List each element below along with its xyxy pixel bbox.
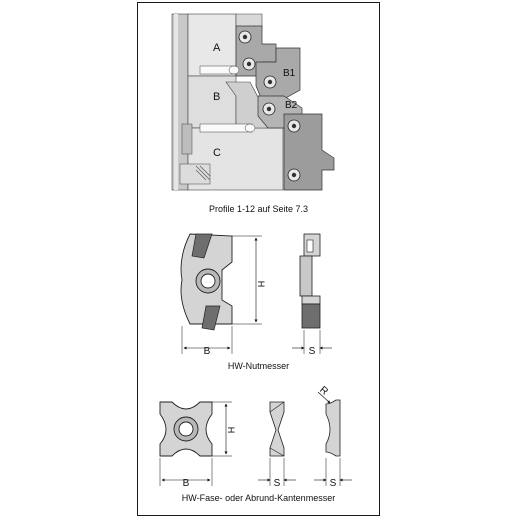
radius-label: R <box>317 385 330 398</box>
chamfer-thickness-label: S <box>274 478 281 489</box>
groove-2 <box>199 123 253 133</box>
screw-icon <box>242 57 256 71</box>
radius-thickness-label: S <box>330 478 337 489</box>
screw-icon <box>238 30 252 44</box>
nutmesser-side-tip <box>301 303 321 329</box>
label-c: C <box>213 147 221 159</box>
nutmesser-caption: HW-Nutmesser <box>227 361 290 371</box>
kantenmesser-caption: HW-Fase- oder Abrund-Kantenmesser <box>181 493 336 503</box>
radius-profile <box>325 399 341 457</box>
nutmesser-width-label: B <box>204 346 211 357</box>
label-a: A <box>213 42 221 54</box>
radius-leader <box>317 391 331 404</box>
assembly-caption: Profile 1-12 auf Seite 7.3 <box>208 204 309 214</box>
label-b1: B1 <box>283 68 296 79</box>
screw-icon <box>263 75 277 89</box>
nutmesser-tip-top <box>191 233 213 259</box>
spindle-highlight <box>174 14 178 190</box>
chamfer-profile <box>269 401 285 457</box>
label-b2: B2 <box>285 100 298 111</box>
label-b: B <box>213 91 220 103</box>
spacer-part <box>181 123 193 155</box>
body-band-a <box>187 13 237 77</box>
hatched-part <box>179 163 211 185</box>
nutmesser-side-web <box>299 255 313 297</box>
nutmesser-tip-bottom <box>201 305 221 331</box>
nutmesser-height-label: H <box>256 281 266 288</box>
nutmesser-bore <box>200 273 216 289</box>
kantenmesser-bore <box>178 421 194 437</box>
nutmesser-front-view: H B <box>180 233 266 357</box>
groove-1-end <box>228 65 240 75</box>
kantenmesser-height-label: H <box>226 427 236 434</box>
nutmesser-side-view: S <box>292 233 332 357</box>
screw-icon <box>287 168 301 182</box>
kantenmesser-chamfer-side-view: S <box>258 401 296 489</box>
kantenmesser-front-view: H B <box>159 401 236 489</box>
nutmesser-side-flange <box>301 295 321 305</box>
nutmesser-thickness-label: S <box>309 346 316 357</box>
screw-icon <box>287 119 301 133</box>
nutmesser-side-slot <box>306 239 314 253</box>
kantenmesser-width-label: B <box>183 478 190 489</box>
cutter-assembly: A B C B1 B2 <box>171 13 335 191</box>
screw-icon <box>262 102 276 116</box>
kantenmesser-radius-side-view: S R <box>314 385 352 489</box>
groove-2-end <box>244 123 256 133</box>
